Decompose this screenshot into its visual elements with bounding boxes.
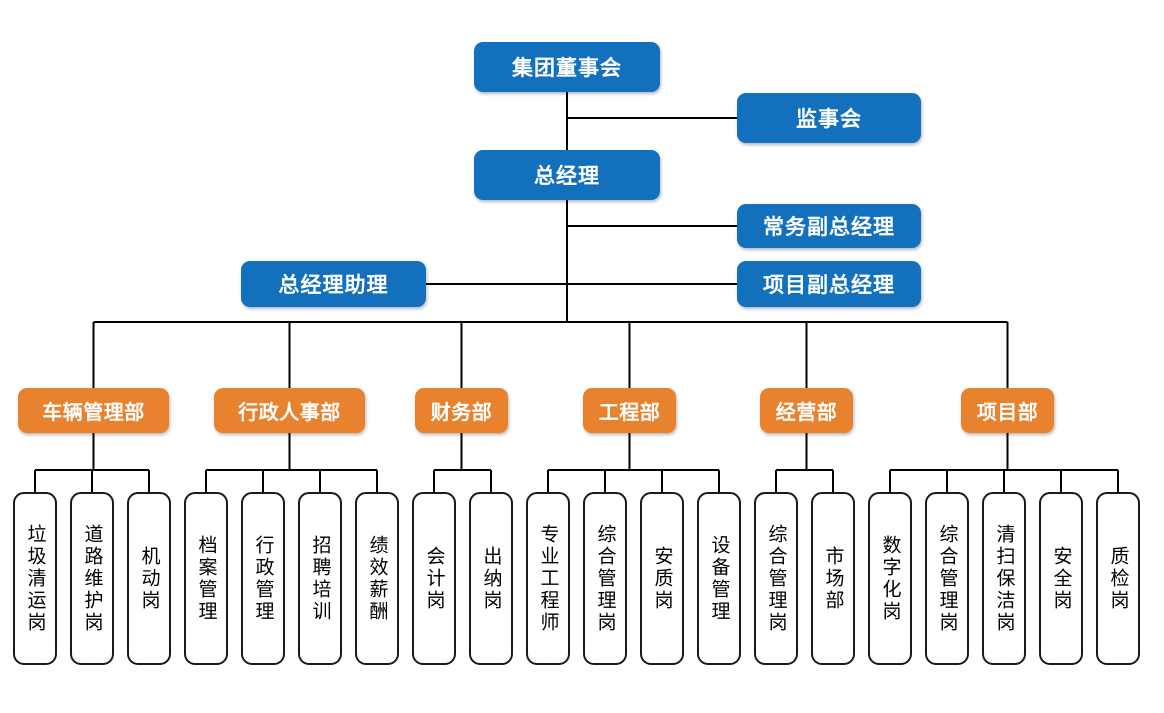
node-executive-vice-president[interactable]: 常务副总经理 xyxy=(737,204,921,248)
node-supervisory-board[interactable]: 监事会 xyxy=(737,93,921,143)
node-label: 综合管理岗 xyxy=(936,523,958,634)
node-position-waste-transport[interactable]: 垃圾清运岗 xyxy=(13,492,57,665)
node-position-safety-quality[interactable]: 安质岗 xyxy=(640,492,684,665)
node-dept-operations[interactable]: 经营部 xyxy=(760,388,853,433)
node-label: 道路维护岗 xyxy=(81,523,103,634)
node-label: 安质岗 xyxy=(651,545,673,612)
node-position-safety[interactable]: 安全岗 xyxy=(1039,492,1083,665)
node-label: 绩效薪酬 xyxy=(366,534,388,623)
node-position-flexible-duty[interactable]: 机动岗 xyxy=(127,492,171,665)
node-dept-finance[interactable]: 财务部 xyxy=(415,388,508,433)
node-position-quality-inspection[interactable]: 质检岗 xyxy=(1096,492,1140,665)
node-label: 监事会 xyxy=(796,108,862,131)
node-board[interactable]: 集团董事会 xyxy=(474,42,660,92)
node-label: 市场部 xyxy=(822,545,844,612)
node-label: 行政人事部 xyxy=(238,402,341,424)
node-label: 常务副总经理 xyxy=(763,216,895,239)
node-dept-engineering[interactable]: 工程部 xyxy=(583,388,676,433)
node-label: 车辆管理部 xyxy=(42,402,145,424)
node-project-vice-president[interactable]: 项目副总经理 xyxy=(737,261,921,307)
node-label: 综合管理岗 xyxy=(765,523,787,634)
node-label: 机动岗 xyxy=(138,545,160,612)
node-label: 经营部 xyxy=(775,402,838,424)
node-label: 工程部 xyxy=(598,402,661,424)
node-label: 专业工程师 xyxy=(537,523,559,634)
node-position-cleaning[interactable]: 清扫保洁岗 xyxy=(982,492,1026,665)
node-label: 垃圾清运岗 xyxy=(24,523,46,634)
node-position-records-management[interactable]: 档案管理 xyxy=(184,492,228,665)
node-label: 综合管理岗 xyxy=(594,523,616,634)
node-position-proj-general-management[interactable]: 综合管理岗 xyxy=(925,492,969,665)
node-position-professional-engineer[interactable]: 专业工程师 xyxy=(526,492,570,665)
node-position-cashier[interactable]: 出纳岗 xyxy=(469,492,513,665)
node-gm-assistant[interactable]: 总经理助理 xyxy=(241,261,426,307)
node-position-admin-management[interactable]: 行政管理 xyxy=(241,492,285,665)
node-label: 行政管理 xyxy=(252,534,274,623)
node-position-accounting[interactable]: 会计岗 xyxy=(412,492,456,665)
node-position-equipment-management[interactable]: 设备管理 xyxy=(697,492,741,665)
node-position-road-maintenance[interactable]: 道路维护岗 xyxy=(70,492,114,665)
node-label: 财务部 xyxy=(430,402,493,424)
node-label: 设备管理 xyxy=(708,534,730,623)
node-label: 集团董事会 xyxy=(512,57,622,80)
node-dept-admin-hr[interactable]: 行政人事部 xyxy=(214,388,365,433)
node-label: 清扫保洁岗 xyxy=(993,523,1015,634)
node-label: 数字化岗 xyxy=(879,534,901,623)
node-label: 项目副总经理 xyxy=(763,274,895,297)
node-dept-project[interactable]: 项目部 xyxy=(961,388,1054,433)
node-general-manager[interactable]: 总经理 xyxy=(474,150,660,200)
node-label: 总经理助理 xyxy=(278,274,389,297)
node-label: 出纳岗 xyxy=(480,545,502,612)
node-dept-vehicle[interactable]: 车辆管理部 xyxy=(18,388,169,433)
node-label: 招聘培训 xyxy=(309,534,331,623)
node-position-market-department[interactable]: 市场部 xyxy=(811,492,855,665)
node-label: 总经理 xyxy=(534,165,600,188)
node-position-ops-general-management[interactable]: 综合管理岗 xyxy=(754,492,798,665)
node-label: 质检岗 xyxy=(1107,545,1129,612)
node-position-digitalization[interactable]: 数字化岗 xyxy=(868,492,912,665)
node-label: 项目部 xyxy=(976,402,1039,424)
node-position-eng-general-management[interactable]: 综合管理岗 xyxy=(583,492,627,665)
node-label: 会计岗 xyxy=(423,545,445,612)
node-label: 档案管理 xyxy=(195,534,217,623)
node-label: 安全岗 xyxy=(1050,545,1072,612)
node-position-performance-pay[interactable]: 绩效薪酬 xyxy=(355,492,399,665)
node-position-recruit-training[interactable]: 招聘培训 xyxy=(298,492,342,665)
